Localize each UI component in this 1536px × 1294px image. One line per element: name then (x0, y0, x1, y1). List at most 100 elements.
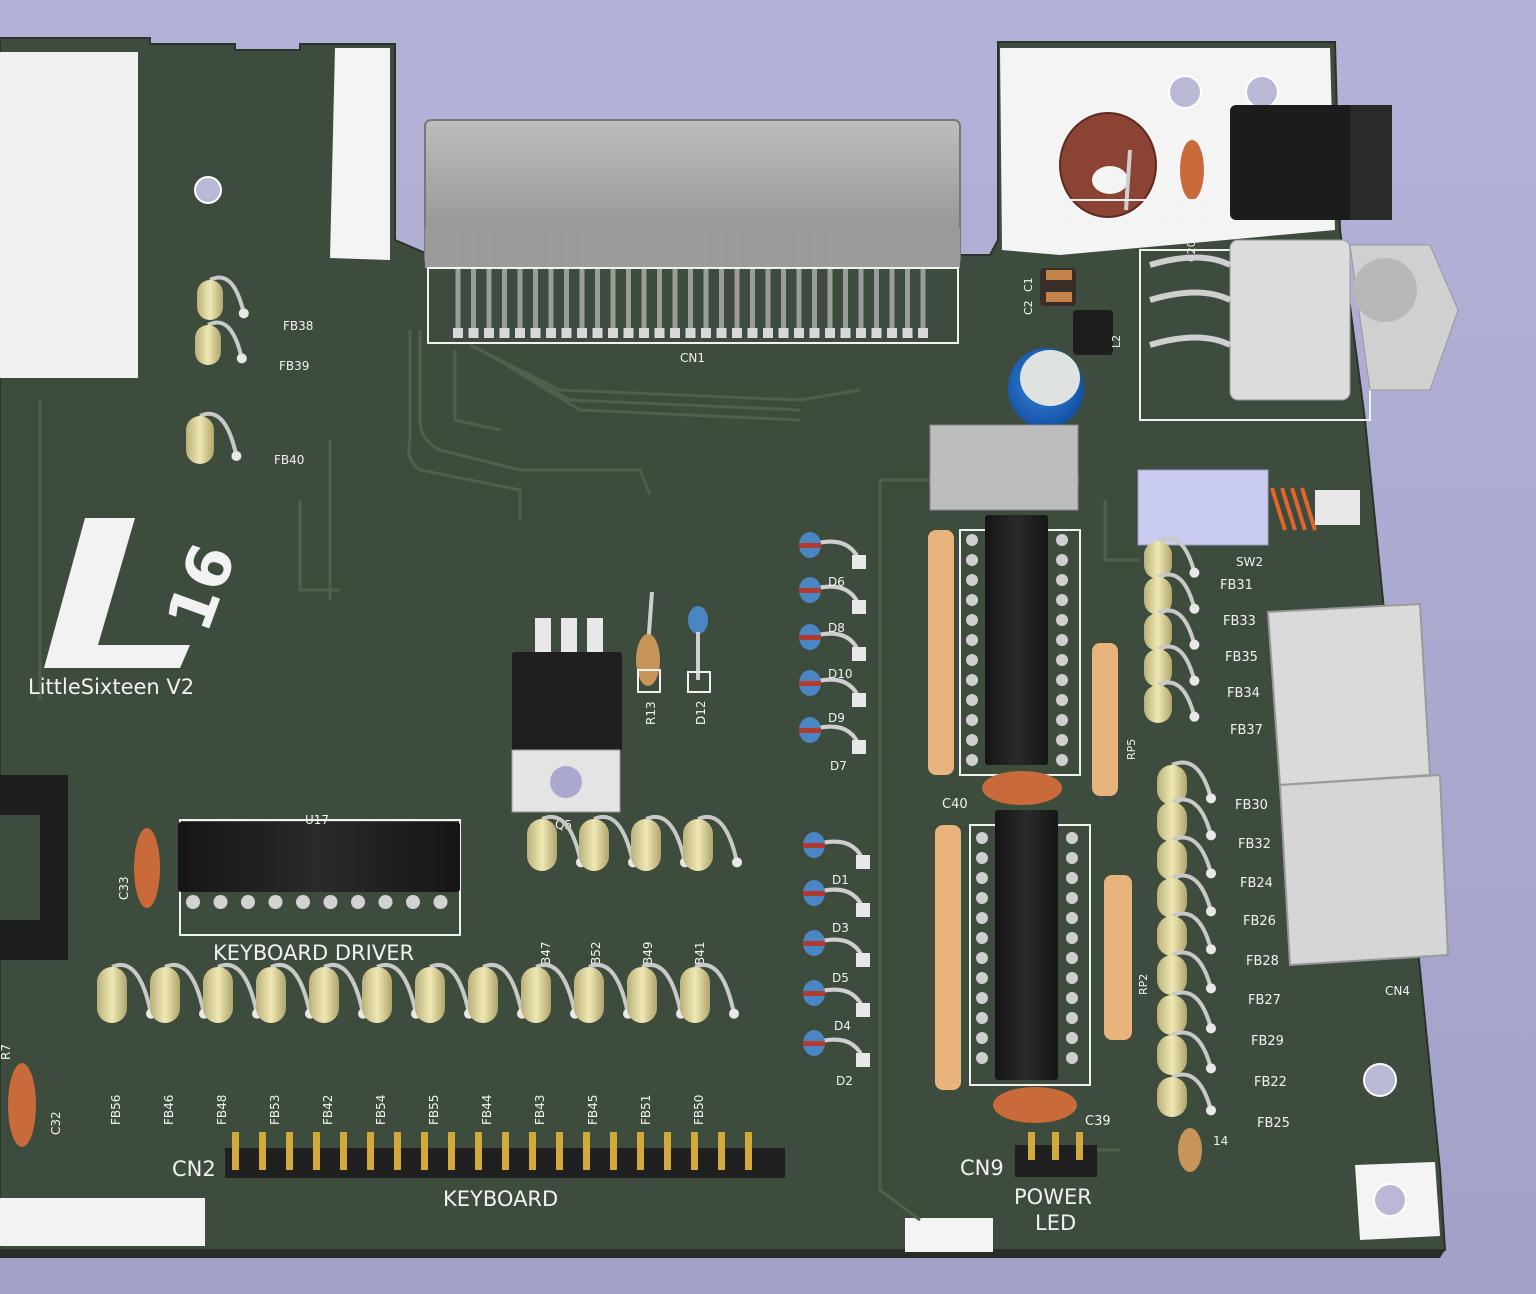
bead-pad (236, 353, 247, 364)
d1-label: D1 (832, 873, 849, 887)
cn1-pad (453, 328, 463, 338)
diode-band (799, 543, 821, 548)
bead-wire (1157, 644, 1197, 682)
header-pin (583, 1132, 590, 1170)
bead-wire (1157, 572, 1197, 610)
ic-pin (976, 972, 988, 984)
ferrite-bead (1144, 649, 1172, 687)
d3-label: D3 (832, 921, 849, 935)
ic-pin (323, 895, 338, 909)
bead-pad (732, 857, 742, 868)
ic-pin (966, 634, 978, 646)
l2-label: L2 (1110, 335, 1123, 348)
bead-pad (1206, 1063, 1216, 1074)
ic-pin (1056, 714, 1068, 726)
fb-bot-9: FB45 (586, 1095, 600, 1125)
fb-top-left: FB38 FB39 FB40 (186, 275, 313, 467)
diode-band (803, 941, 825, 946)
ic-pin (976, 912, 988, 924)
ic-pin (1056, 634, 1068, 646)
bead-wire (535, 963, 577, 1015)
d10-label: D10 (828, 667, 853, 681)
fb-mid-0: B47 (539, 941, 553, 965)
bead-wire (1157, 608, 1197, 646)
fb-tl-1: FB39 (279, 359, 309, 373)
logo-text: LittleSixteen V2 (28, 675, 194, 699)
cn1-pad (515, 328, 525, 338)
ic-pin (1056, 534, 1068, 546)
ic-pin (966, 694, 978, 706)
fb-bot-2: FB48 (215, 1095, 229, 1125)
diode-band (803, 1041, 825, 1046)
d6-label: D6 (828, 575, 845, 589)
c33-label: C33 (117, 876, 131, 900)
ferrite-bead (1157, 916, 1187, 956)
ferrite-bead (1157, 802, 1187, 842)
bead-pad (1189, 603, 1200, 614)
ferrite-bead (1157, 955, 1187, 995)
diode-pad (852, 693, 866, 707)
cn2-label: CN2 (172, 1157, 216, 1181)
pcb-edge-shadow (0, 1250, 1445, 1258)
ic-pin (966, 554, 978, 566)
ic-pin (351, 895, 365, 909)
diode-band (799, 635, 821, 640)
diode-band (799, 588, 821, 593)
ic-pin (966, 574, 978, 586)
bead-wire (1171, 797, 1213, 836)
cn9-power-led-header: CN9 POWER LED (960, 1132, 1097, 1235)
fb-right-lower: FB30 FB32 FB24 FB26 FB28 FB27 FB29 FB22 … (1157, 760, 1290, 1172)
ic-pin (1066, 972, 1078, 984)
cn1-pad (639, 328, 649, 338)
u17-label: U17 (305, 813, 329, 827)
fb-bot-4: FB42 (321, 1095, 335, 1125)
diode-pad (856, 855, 870, 869)
header-pin (610, 1132, 617, 1170)
ferrite-bead (362, 967, 392, 1023)
ferrite-bead (415, 967, 445, 1023)
l3-label: L3 (1110, 226, 1123, 239)
bead-wire (429, 963, 471, 1015)
ic-pin (1066, 1052, 1078, 1064)
ic-pin (186, 895, 200, 909)
bead-wire (323, 963, 365, 1015)
fb-bot-5: FB54 (374, 1095, 388, 1125)
ferrite-bead (309, 967, 339, 1023)
fb-bot-7: FB44 (480, 1095, 494, 1125)
d7-label: D7 (830, 759, 847, 773)
c1-label: C1 (1022, 277, 1035, 292)
bead-wire (588, 963, 630, 1015)
cn1-pad (902, 328, 913, 338)
cn1-pad (685, 328, 696, 338)
fb-rl-2: FB24 (1240, 876, 1273, 891)
fb-tl-0: FB38 (283, 319, 313, 333)
fb-right-upper: FB31 FB33 FB35 FB34 FB37 (1144, 536, 1263, 738)
bead-pad (1206, 793, 1216, 804)
bead-pad (1206, 944, 1216, 955)
diode-pad (856, 903, 870, 917)
bead-pad (1206, 1023, 1216, 1034)
ic-pin (1056, 734, 1068, 746)
cn1-pad (887, 328, 897, 338)
diode-pad (856, 953, 870, 967)
bead-wire (1171, 760, 1213, 799)
diode-pad (852, 600, 866, 614)
diodes-upper: D6 D8 D10 D9 D7 (799, 532, 866, 773)
header-pin (394, 1132, 401, 1170)
bead-wire (1157, 536, 1197, 574)
ferrite-bead (186, 416, 214, 464)
led-label: LED (1035, 1211, 1076, 1235)
diodes-lower: D1 D3 D5 D4 D2 (803, 832, 870, 1088)
ferrite-bead (579, 819, 609, 871)
header-pin (691, 1132, 698, 1170)
bead-wire (270, 963, 312, 1015)
bead-wire (209, 275, 246, 314)
fb-bot-10: FB51 (639, 1095, 653, 1125)
ic-pin (966, 714, 978, 726)
rp2-label: RP2 (1137, 974, 1150, 995)
fb-rl-7: FB22 (1254, 1075, 1287, 1090)
cn1-pad (654, 328, 665, 338)
cn1-pad (809, 328, 820, 338)
bead-wire (1171, 873, 1213, 912)
